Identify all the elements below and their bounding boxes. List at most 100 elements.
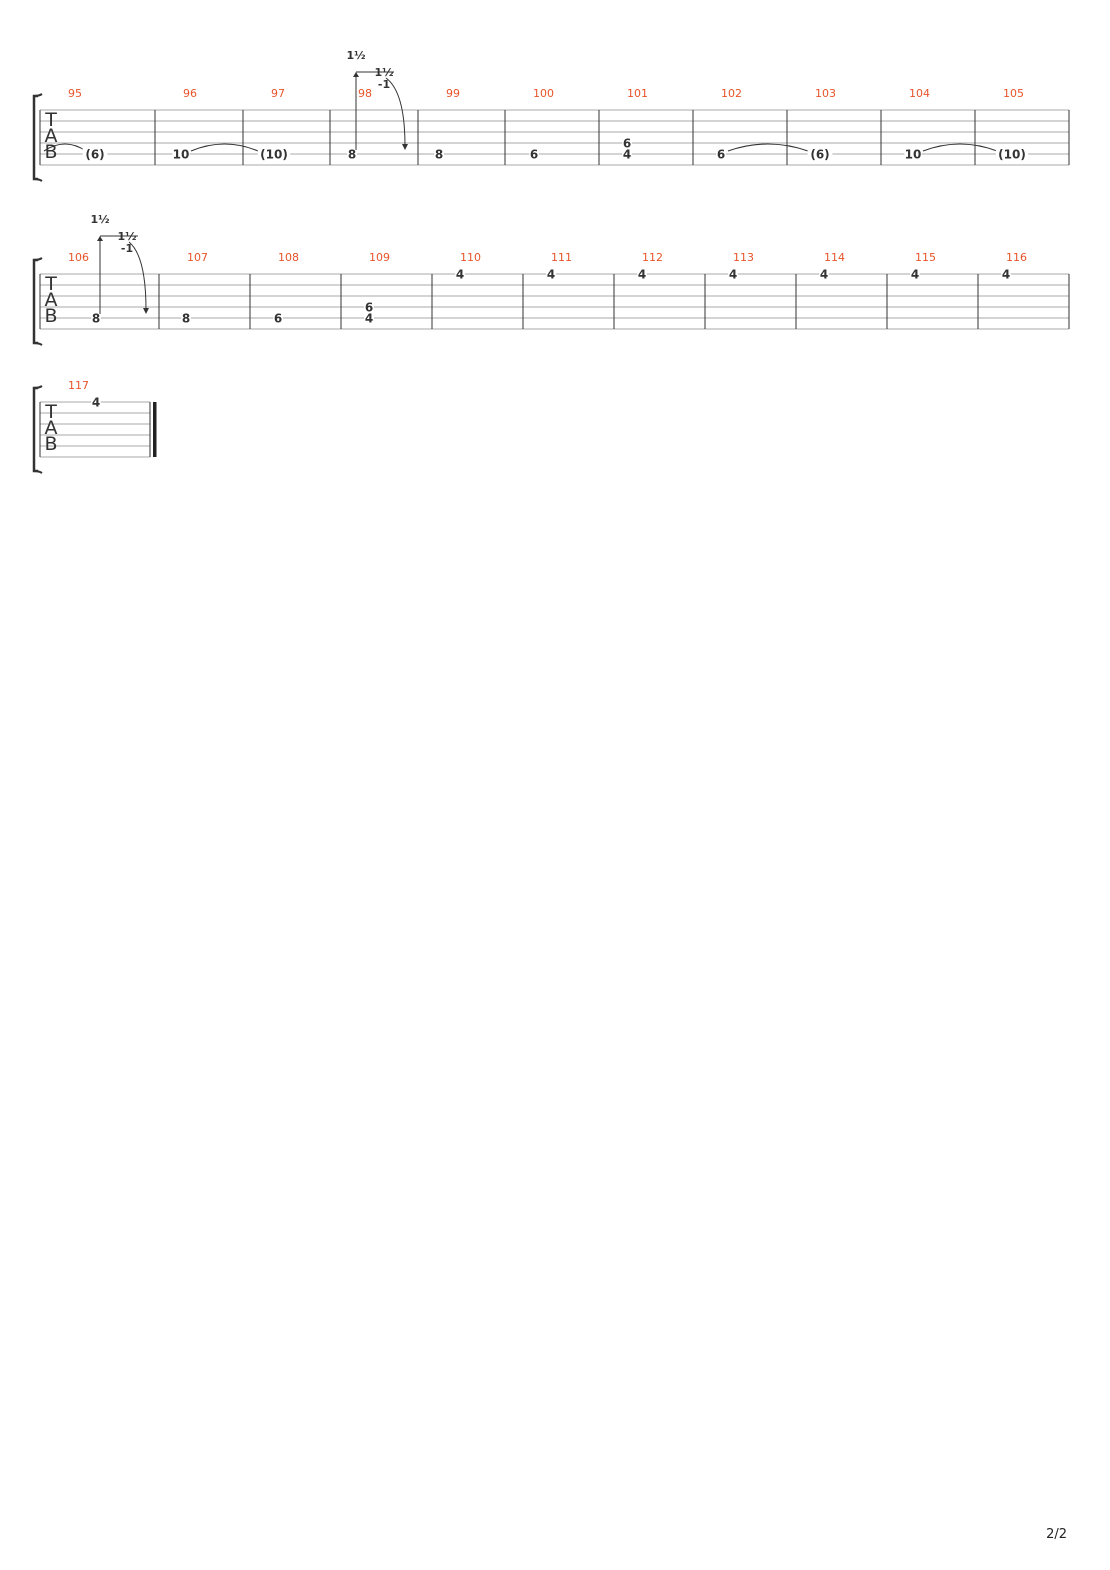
fret-background xyxy=(364,312,374,324)
bend-release-arrowhead xyxy=(402,144,408,150)
fret-number: 8 xyxy=(435,148,443,162)
bend-hold-label: 1½ xyxy=(374,66,393,79)
measure-number: 95 xyxy=(68,87,82,100)
system-bracket xyxy=(32,258,38,345)
tab-clef-letter: T xyxy=(44,401,57,423)
bend-up-label: 1½ xyxy=(90,213,109,226)
tie-arc xyxy=(727,143,809,152)
fret-background xyxy=(637,268,647,280)
measure-number: 111 xyxy=(551,251,572,264)
measure-number: 116 xyxy=(1006,251,1027,264)
fret-number: 4 xyxy=(623,148,631,162)
fret-number: 4 xyxy=(547,268,555,282)
tab-clef-letter: B xyxy=(44,305,57,327)
fret-number: 4 xyxy=(365,312,373,326)
measure-number: 113 xyxy=(733,251,754,264)
fret-background xyxy=(257,148,291,160)
bracket-cap xyxy=(33,93,43,182)
fret-background xyxy=(91,312,101,324)
tie-arc xyxy=(43,143,87,152)
fret-number: 6 xyxy=(365,301,373,315)
measure-number: 115 xyxy=(915,251,936,264)
fret-background xyxy=(181,312,191,324)
tab-clef-letter: A xyxy=(45,125,58,147)
fret-number: 4 xyxy=(820,268,828,282)
fret-background xyxy=(172,148,190,160)
measure-number: 96 xyxy=(183,87,197,100)
fret-background xyxy=(529,148,539,160)
fret-background xyxy=(995,148,1029,160)
page-number: 2/2 xyxy=(1046,1527,1067,1542)
fret-background xyxy=(910,268,920,280)
tab-system: TAB95(6)961097(10)9889981006101641026103… xyxy=(32,49,1070,182)
measure-number: 101 xyxy=(627,87,648,100)
tab-clef-letter: A xyxy=(45,289,58,311)
fret-number: 8 xyxy=(92,312,100,326)
fret-background xyxy=(455,268,465,280)
tab-clef-letter: B xyxy=(44,433,57,455)
tab-clef-letter: T xyxy=(44,109,57,131)
bend-up-arrowhead xyxy=(97,236,103,241)
fret-number: 8 xyxy=(182,312,190,326)
fret-background xyxy=(728,268,738,280)
measure-number: 112 xyxy=(642,251,663,264)
measure-number: 103 xyxy=(815,87,836,100)
fret-background xyxy=(716,148,726,160)
fret-background xyxy=(364,301,374,313)
fret-number: 6 xyxy=(530,148,538,162)
bend-release-curve xyxy=(128,241,147,311)
bend-release-label: -1 xyxy=(378,78,390,91)
measure-number: 106 xyxy=(68,251,89,264)
tab-system: TAB1068107810861096411041114112411341144… xyxy=(32,213,1070,346)
bracket-cap xyxy=(33,257,43,346)
fret-background xyxy=(347,148,357,160)
tab-clef-letter: T xyxy=(44,273,57,295)
tie-arc xyxy=(190,143,259,152)
bend-release-label: -1 xyxy=(121,242,133,255)
fret-number: 4 xyxy=(92,396,100,410)
fret-number: (6) xyxy=(810,148,829,162)
measure-number: 108 xyxy=(278,251,299,264)
fret-background xyxy=(807,148,833,160)
measure-number: 102 xyxy=(721,87,742,100)
fret-background xyxy=(546,268,556,280)
measure-number: 109 xyxy=(369,251,390,264)
bend-up-arrowhead xyxy=(353,72,359,77)
measure-number: 104 xyxy=(909,87,930,100)
bend-up-label: 1½ xyxy=(346,49,365,62)
fret-number: (6) xyxy=(85,148,104,162)
fret-background xyxy=(1001,268,1011,280)
measure-number: 114 xyxy=(824,251,845,264)
tab-clef-letter: B xyxy=(44,141,57,163)
fret-background xyxy=(819,268,829,280)
bend-hold-label: 1½ xyxy=(117,230,136,243)
measure-number: 110 xyxy=(460,251,481,264)
measure-number: 107 xyxy=(187,251,208,264)
system-bracket xyxy=(32,94,38,181)
measure-number: 98 xyxy=(358,87,372,100)
measure-number: 99 xyxy=(446,87,460,100)
fret-number: (10) xyxy=(998,148,1026,162)
bend-release-arrowhead xyxy=(143,308,149,314)
fret-number: 8 xyxy=(348,148,356,162)
fret-background xyxy=(904,148,922,160)
bend-release-curve xyxy=(385,77,406,147)
measure-number: 117 xyxy=(68,379,89,392)
fret-background xyxy=(82,148,108,160)
fret-background xyxy=(622,148,632,160)
fret-number: 10 xyxy=(905,148,922,162)
system-bracket xyxy=(32,386,38,473)
fret-number: 4 xyxy=(638,268,646,282)
fret-number: 10 xyxy=(173,148,190,162)
fret-background xyxy=(91,396,101,408)
fret-background xyxy=(273,312,283,324)
measure-number: 97 xyxy=(271,87,285,100)
measure-number: 100 xyxy=(533,87,554,100)
fret-number: 6 xyxy=(717,148,725,162)
fret-background xyxy=(434,148,444,160)
bracket-cap xyxy=(33,385,43,474)
fret-number: 4 xyxy=(456,268,464,282)
fret-number: 4 xyxy=(1002,268,1010,282)
